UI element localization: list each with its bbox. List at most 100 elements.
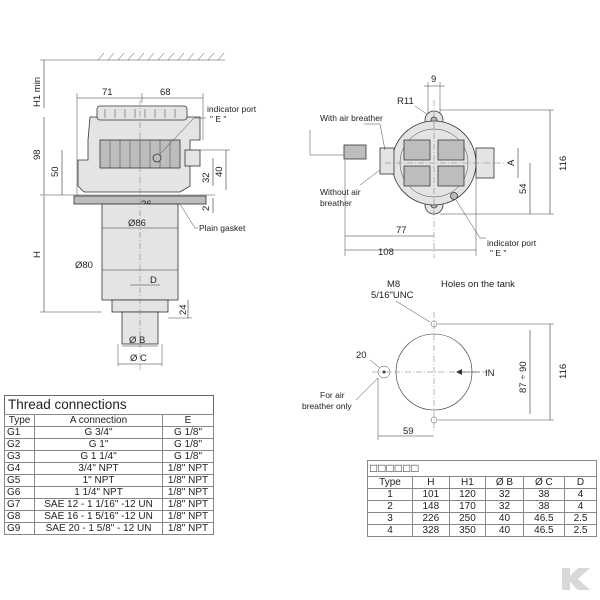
- cell-e: G 1/8": [162, 450, 214, 463]
- dim-98: 98: [32, 149, 43, 160]
- cell-a: G 3/4": [34, 426, 164, 439]
- dim-54: 54: [518, 183, 529, 194]
- cell-d: 2.5: [564, 524, 597, 537]
- col-type: Type: [3, 414, 36, 427]
- top-dim-116: 116: [558, 156, 569, 171]
- dim-59: 59: [403, 426, 414, 437]
- col-dia-c: Ø C: [522, 476, 566, 489]
- dim-2: 2: [201, 206, 212, 211]
- indicator-port-e: [152, 153, 162, 163]
- dim-50: 50: [50, 166, 61, 177]
- cell-h: 226: [412, 512, 450, 525]
- filter-cap: [96, 105, 188, 121]
- dim-24: 24: [178, 304, 189, 315]
- cell-e: 1/8" NPT: [162, 510, 214, 523]
- cell-dia-c: 46.5: [522, 512, 566, 525]
- col-d: D: [564, 476, 597, 489]
- dim-108: 108: [378, 247, 394, 258]
- col-h1: H1: [448, 476, 487, 489]
- cell-e: 1/8" NPT: [162, 498, 214, 511]
- cell-type: 4: [366, 524, 414, 537]
- ceiling-hatch: [97, 52, 225, 61]
- size-table-title-row: □□□□□□: [367, 460, 597, 477]
- dim-71: 71: [102, 87, 113, 98]
- cell-type: G3: [3, 450, 36, 463]
- front-view: H1 min 71 68 indicator port " E ": [32, 52, 257, 372]
- cell-e: 1/8" NPT: [162, 486, 214, 499]
- dia-c: Ø C: [130, 353, 147, 364]
- dim-r11: R11: [397, 96, 414, 107]
- cell-dia-c: 46.5: [522, 524, 566, 537]
- col-type: Type: [366, 476, 414, 489]
- cell-type: 1: [366, 488, 414, 501]
- cell-a: 1" NPT: [34, 474, 164, 487]
- holes-view: M8 5/16"UNC Holes on the tank 20 IN For …: [302, 279, 569, 440]
- cap-quadrants: [403, 139, 465, 187]
- cell-a: G 1 1/4": [34, 450, 164, 463]
- side-port: [184, 149, 201, 167]
- dim-20: 20: [356, 350, 367, 361]
- cell-dia-c: 38: [522, 500, 566, 513]
- cell-dia-b: 40: [485, 524, 524, 537]
- with-air-breather-label: With air breather: [320, 113, 383, 123]
- air-breather-label-1: For air: [320, 390, 345, 400]
- dim-d: D: [150, 275, 157, 286]
- h1-min-label: H1 min: [32, 77, 43, 107]
- air-breather: [343, 144, 367, 160]
- cell-type: 3: [366, 512, 414, 525]
- col-a-connection: A connection: [34, 414, 164, 427]
- thread-table-header: Type A connection E: [3, 414, 214, 427]
- size-table-header: Type H H1 Ø B Ø C D: [366, 476, 597, 489]
- cell-a: 1 1/4" NPT: [34, 486, 164, 499]
- thread-table-title: Thread connections: [4, 395, 214, 414]
- dim-68: 68: [160, 87, 171, 98]
- col-dia-b: Ø B: [485, 476, 524, 489]
- cell-dia-c: 38: [522, 488, 566, 501]
- cell-a: 3/4" NPT: [34, 462, 164, 475]
- cell-type: G1: [3, 426, 36, 439]
- cell-a: SAE 20 - 1 5/8" - 12 UN: [34, 522, 164, 535]
- cell-type: G7: [3, 498, 36, 511]
- dim-87-90: 87 ÷ 90: [518, 361, 529, 393]
- dia-86: Ø86: [128, 218, 146, 229]
- cell-type: G9: [3, 522, 36, 535]
- dim-a: A: [506, 159, 517, 166]
- cell-a: SAE 12 - 1 1/16" -12 UN: [34, 498, 164, 511]
- cell-e: G 1/8": [162, 426, 214, 439]
- cell-type: G4: [3, 462, 36, 475]
- unc-label: 5/16"UNC: [371, 290, 414, 301]
- without-air-label-1: Without air: [320, 187, 361, 197]
- top-indicator-port-e: " E ": [490, 248, 506, 258]
- cell-d: 4: [564, 488, 597, 501]
- dim-40: 40: [214, 166, 225, 177]
- cell-h: 328: [412, 524, 450, 537]
- cell-e: 1/8" NPT: [162, 474, 214, 487]
- cell-type: G5: [3, 474, 36, 487]
- cell-a: G 1": [34, 438, 164, 451]
- cell-e: 1/8" NPT: [162, 462, 214, 475]
- dia-80: Ø80: [75, 260, 93, 271]
- without-air-label-2: breather: [320, 198, 352, 208]
- front-indicator-port-e: " E ": [210, 114, 226, 124]
- holes-dim-116: 116: [558, 364, 569, 379]
- top-view: 9 R11 With air breather Without air brea…: [309, 74, 569, 258]
- cell-d: 4: [564, 500, 597, 513]
- dim-32: 32: [201, 172, 212, 183]
- plain-gasket-label: Plain gasket: [199, 223, 246, 233]
- top-breather-port: [379, 147, 395, 175]
- cell-d: 2.5: [564, 512, 597, 525]
- holes-on-tank-label: Holes on the tank: [441, 279, 515, 290]
- in-label: IN: [485, 368, 495, 379]
- cell-type: 2: [366, 500, 414, 513]
